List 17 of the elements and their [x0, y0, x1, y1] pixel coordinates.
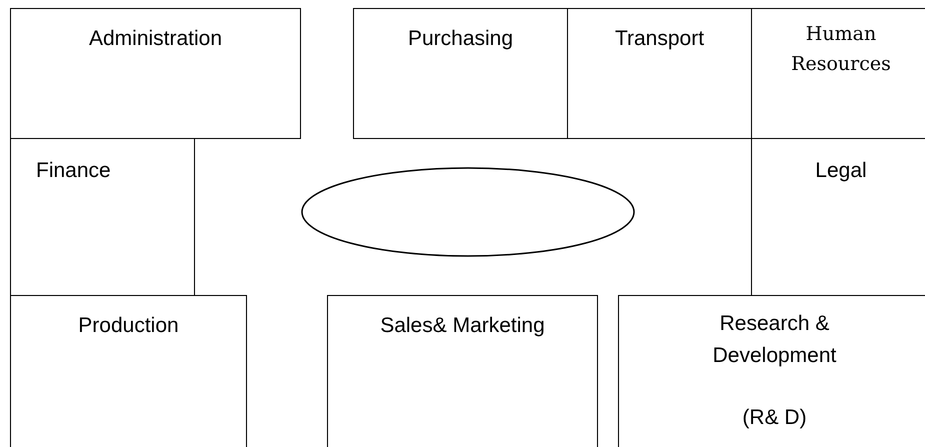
department-label: Administration — [88, 26, 224, 52]
department-label: Research & Development — [712, 311, 838, 369]
department-box — [10, 138, 195, 296]
department-box — [567, 8, 752, 139]
ellipse-shape — [301, 167, 635, 257]
department-box — [353, 8, 568, 139]
department-label: Human Resources — [790, 22, 892, 77]
department-box — [327, 295, 598, 447]
department-label: Finance — [35, 158, 112, 184]
department-label: Production — [77, 313, 180, 339]
department-label: Legal — [814, 158, 868, 184]
department-label: (R& D) — [741, 405, 808, 431]
department-label: Sales& Marketing — [379, 313, 546, 339]
department-label: Transport — [614, 26, 706, 52]
department-label: Purchasing — [406, 26, 514, 52]
department-box — [10, 8, 301, 139]
department-box — [10, 295, 247, 447]
